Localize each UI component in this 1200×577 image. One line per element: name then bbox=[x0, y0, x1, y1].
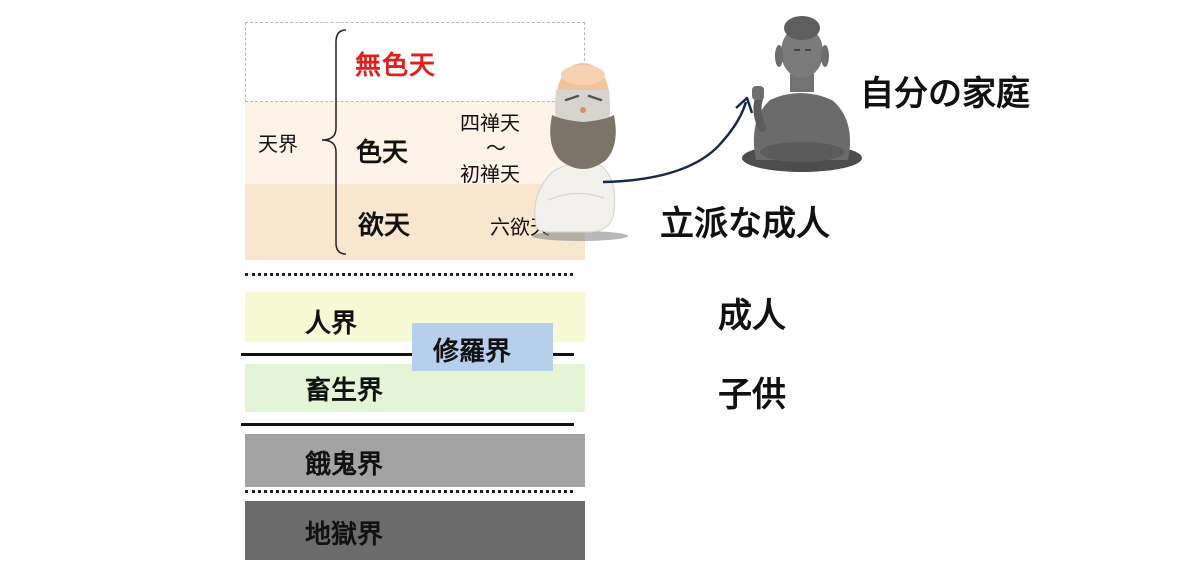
mushikiten-box bbox=[245, 22, 585, 102]
jigokukai-label: 地獄界 bbox=[305, 520, 384, 550]
chikushokai-band bbox=[245, 364, 585, 412]
shikiten-label: 色天 bbox=[356, 138, 409, 168]
shozenten-label: 初禅天 bbox=[460, 162, 520, 186]
yokuten-band bbox=[245, 184, 585, 260]
dotted-separator-upper bbox=[245, 273, 573, 276]
solid-separator-1 bbox=[241, 353, 574, 356]
yokuten-label: 欲天 bbox=[358, 211, 411, 241]
solid-separator-2 bbox=[241, 423, 574, 426]
tenkai-label: 天界 bbox=[258, 132, 298, 156]
gakikai-band bbox=[245, 434, 585, 487]
shizenten-label: 四禅天 bbox=[460, 111, 520, 135]
chikushokai-label: 畜生界 bbox=[305, 376, 384, 406]
shurakai-box bbox=[412, 323, 553, 371]
tilde-label: 〜 bbox=[486, 136, 506, 160]
shurakai-label: 修羅界 bbox=[433, 337, 512, 367]
family-label: 自分の家庭 bbox=[860, 74, 1030, 114]
child-label: 子供 bbox=[718, 375, 786, 415]
jigokukai-band bbox=[245, 501, 585, 560]
shikiten-band bbox=[245, 102, 585, 184]
mushikiten-label: 無色天 bbox=[355, 51, 437, 81]
fine-adult-label: 立派な成人 bbox=[660, 204, 830, 244]
gakikai-label: 餓鬼界 bbox=[305, 450, 384, 480]
ningenkai-label: 人界 bbox=[305, 309, 358, 339]
dotted-separator-lower bbox=[245, 490, 573, 493]
adult-label: 成人 bbox=[718, 296, 786, 336]
